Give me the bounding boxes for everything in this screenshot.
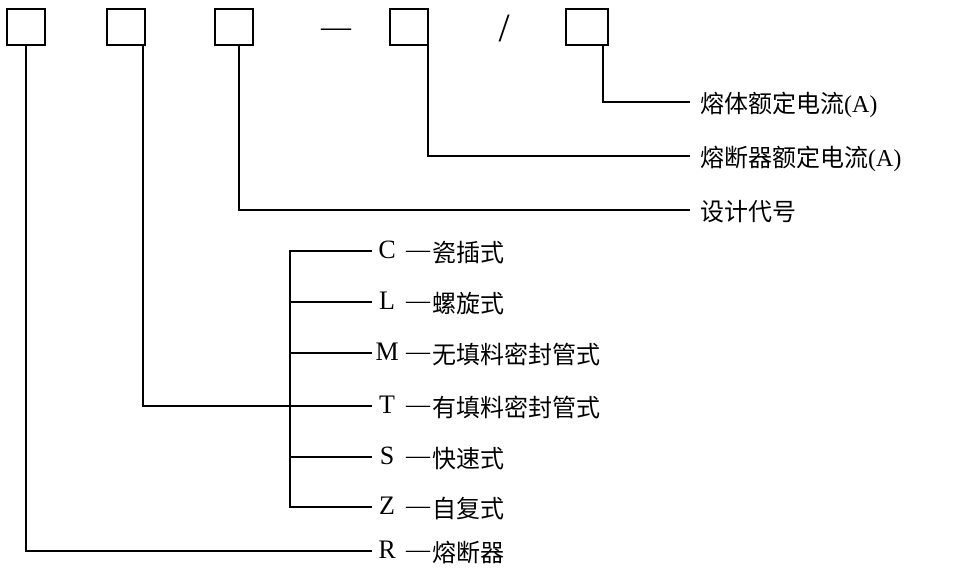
connector-box1-vertical xyxy=(25,46,27,551)
box-fuselink-rated-current xyxy=(565,8,609,46)
type-label-z: 自复式 xyxy=(432,496,504,523)
type-label-m: 无填料密封管式 xyxy=(432,342,600,369)
type-row-l: L — 螺旋式 xyxy=(370,286,504,318)
type-code-m: M xyxy=(375,337,399,366)
connector-design-code-horizontal xyxy=(238,209,690,211)
label-fuselink-rated-current: 熔体额定电流(A) xyxy=(700,91,878,118)
type-row-s: S — 快速式 xyxy=(370,441,504,473)
slash-separator: / xyxy=(498,4,510,50)
type-label-l: 螺旋式 xyxy=(432,291,504,318)
connector-fuselink-current-horizontal xyxy=(602,101,690,103)
type-label-t: 有填料密封管式 xyxy=(432,395,600,422)
type-label-c: 瓷插式 xyxy=(432,240,504,267)
branch-r-horizontal xyxy=(25,550,372,552)
type-row-r: R — 熔断器 xyxy=(370,535,504,567)
branch-s-horizontal xyxy=(289,456,372,458)
type-code-t: T xyxy=(379,390,395,419)
connector-box3-vertical xyxy=(238,46,240,210)
type-row-z: Z — 自复式 xyxy=(370,491,504,523)
connector-box2-vertical xyxy=(142,46,144,406)
dash-separator: — xyxy=(321,10,351,43)
type-label-r: 熔断器 xyxy=(432,540,504,567)
box-category-code xyxy=(106,8,146,46)
branch-z-horizontal xyxy=(289,506,372,508)
connector-box5-vertical xyxy=(602,46,604,102)
type-row-t: T — 有填料密封管式 xyxy=(370,390,600,422)
box-product-code xyxy=(6,8,46,46)
type-row-m: M — 无填料密封管式 xyxy=(370,337,600,369)
branch-t-horizontal xyxy=(142,405,372,407)
type-code-s: S xyxy=(379,441,395,470)
type-dash-c: — xyxy=(406,236,430,263)
label-design-code: 设计代号 xyxy=(700,199,796,226)
type-dash-r: — xyxy=(406,536,430,563)
connector-box4-vertical xyxy=(427,46,429,156)
box-fuse-rated-current xyxy=(389,8,429,46)
connector-fuse-current-horizontal xyxy=(427,155,690,157)
type-code-c: C xyxy=(378,235,396,264)
branch-m-horizontal xyxy=(289,352,372,354)
type-code-r: R xyxy=(378,535,396,564)
type-dash-z: — xyxy=(406,492,430,519)
type-code-z: Z xyxy=(379,491,395,520)
type-dash-l: — xyxy=(406,287,430,314)
type-dash-m: — xyxy=(406,338,430,365)
branch-c-horizontal xyxy=(289,250,372,252)
branch-l-horizontal xyxy=(289,301,372,303)
type-code-l: L xyxy=(379,286,395,315)
label-fuse-rated-current: 熔断器额定电流(A) xyxy=(700,145,902,172)
type-label-s: 快速式 xyxy=(432,446,504,473)
type-row-c: C — 瓷插式 xyxy=(370,235,504,267)
type-dash-t: — xyxy=(406,391,430,418)
box-design-code xyxy=(214,8,254,46)
type-dash-s: — xyxy=(406,442,430,469)
category-bus-vertical xyxy=(289,250,291,507)
